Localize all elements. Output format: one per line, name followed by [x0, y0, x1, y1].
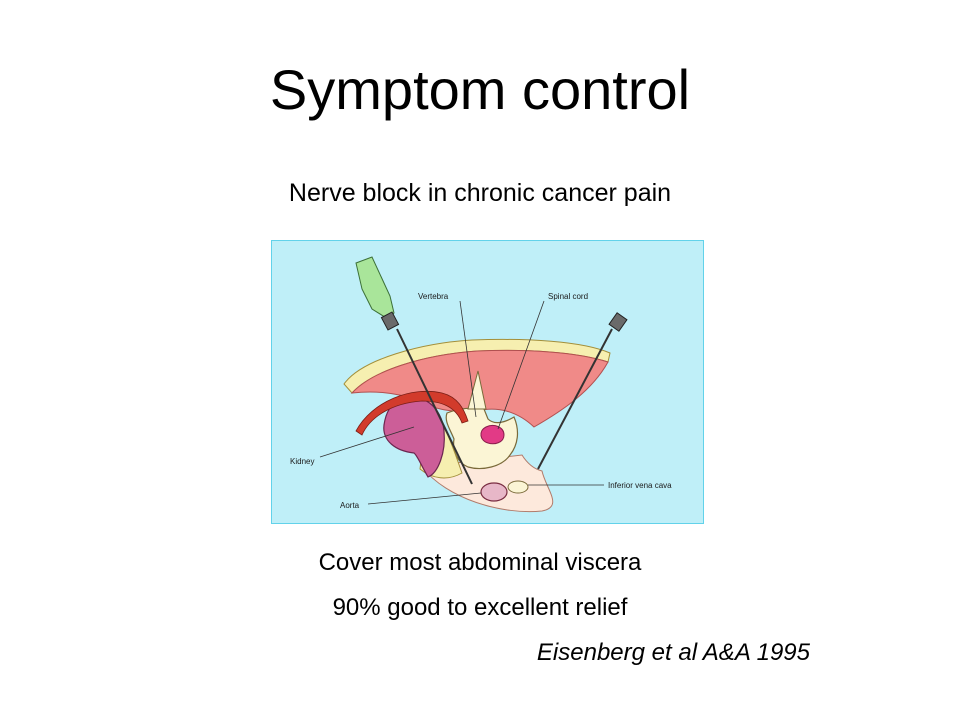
label-spinal-cord: Spinal cord: [548, 292, 588, 301]
spinal-cord-shape: [480, 424, 505, 445]
bullet-relief-rate: 90% good to excellent relief: [332, 594, 628, 621]
kidney-leader: [319, 426, 415, 458]
vena-cava-vessel: [507, 480, 529, 494]
label-inferior-vena-cava: Inferior vena cava: [608, 481, 672, 490]
needle-left: [355, 256, 473, 485]
needle-right: [537, 312, 628, 470]
nerve-block-diagram: Vertebra Spinal cord Kidney Aorta Inferi…: [271, 240, 704, 524]
spinal-cord-leader: [497, 300, 545, 430]
bullet-abdominal-coverage: Cover most abdominal viscera: [318, 549, 642, 576]
citation: Eisenberg et al A&A 1995: [536, 639, 810, 666]
label-aorta: Aorta: [340, 501, 360, 510]
vertebra-process: [467, 370, 487, 410]
label-vertebra: Vertebra: [418, 292, 449, 301]
label-kidney: Kidney: [290, 457, 314, 466]
vertebra-leader: [459, 300, 477, 418]
aorta-vessel: [480, 482, 508, 502]
slide-subtitle: Nerve block in chronic cancer pain: [288, 179, 672, 207]
aorta-leader: [367, 492, 482, 505]
slide-title: Symptom control: [269, 58, 691, 121]
aorta-arc: [355, 390, 469, 436]
